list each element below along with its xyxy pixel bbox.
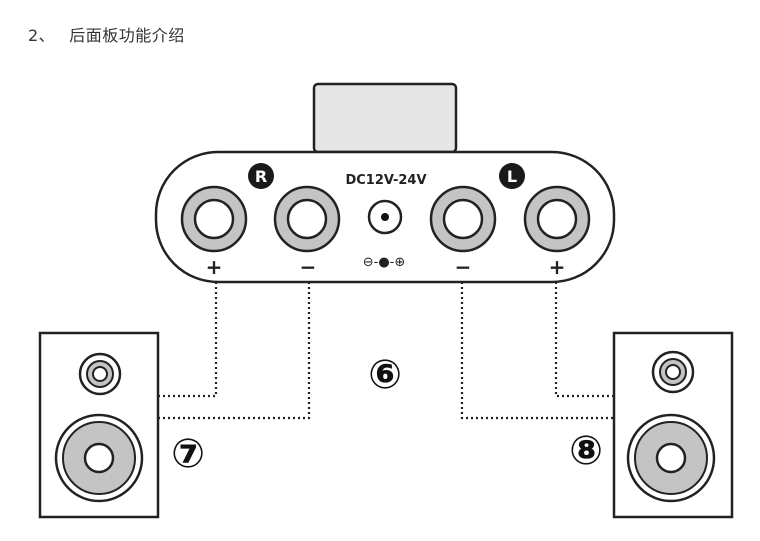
right-channel-label: R bbox=[255, 167, 267, 186]
terminal-r-plus-label: + bbox=[206, 255, 223, 279]
wire-l-plus bbox=[554, 282, 614, 398]
terminal-r-minus bbox=[273, 185, 341, 253]
right-speaker bbox=[612, 331, 734, 519]
section-title: 后面板功能介绍 bbox=[69, 26, 185, 45]
power-input-label: DC12V-24V bbox=[345, 173, 426, 188]
speaker-tweeter-icon bbox=[78, 352, 122, 396]
left-channel-label: L bbox=[507, 167, 517, 186]
callout-left-speaker: ⑦ bbox=[171, 431, 205, 477]
dc-power-jack-icon bbox=[367, 199, 403, 235]
terminal-r-plus bbox=[180, 185, 248, 253]
section-number: 2、 bbox=[28, 26, 56, 45]
left-channel-badge: L bbox=[499, 163, 525, 189]
wire-r-plus bbox=[158, 282, 218, 398]
speaker-wires bbox=[158, 282, 614, 420]
callout-panel: ⑥ bbox=[368, 352, 402, 398]
terminal-l-minus-label: − bbox=[455, 255, 472, 279]
terminal-l-minus bbox=[429, 185, 497, 253]
right-channel-badge: R bbox=[248, 163, 274, 189]
callout-right-speaker: ⑧ bbox=[569, 428, 603, 474]
speaker-woofer-icon bbox=[626, 413, 716, 503]
amp-top-block bbox=[312, 82, 458, 154]
wire-l-minus bbox=[460, 282, 614, 420]
terminal-r-minus-label: − bbox=[300, 255, 317, 279]
speaker-tweeter-icon bbox=[651, 350, 695, 394]
dc-polarity-symbol: ⊖-●-⊕ bbox=[363, 255, 406, 270]
left-speaker bbox=[38, 331, 160, 519]
wire-r-minus bbox=[158, 282, 311, 420]
section-heading: 2、后面板功能介绍 bbox=[28, 22, 185, 46]
speaker-woofer-icon bbox=[54, 413, 144, 503]
terminal-l-plus-label: + bbox=[549, 255, 566, 279]
terminal-l-plus bbox=[523, 185, 591, 253]
